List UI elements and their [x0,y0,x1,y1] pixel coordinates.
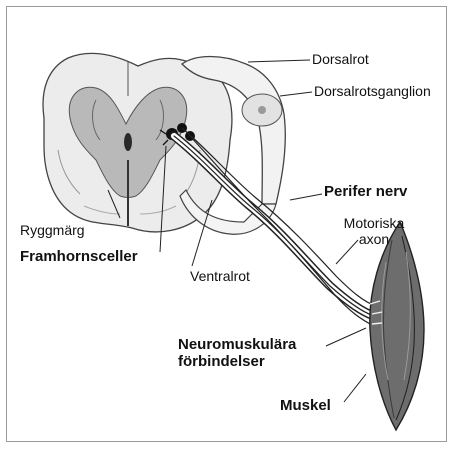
label-muskel: Muskel [280,397,331,414]
spinal-cord [43,53,232,231]
label-perifer-nerv: Perifer nerv [324,183,407,200]
label-neuromuskulara-line2: förbindelser [178,353,296,370]
label-dorsalrotsganglion: Dorsalrotsganglion [314,83,431,99]
label-neuromuskulara: Neuromuskulära förbindelser [178,336,296,371]
label-neuromuskulara-line1: Neuromuskulära [178,336,296,353]
muscle [370,222,424,430]
label-dorsalrot: Dorsalrot [312,51,369,67]
label-motoriska-axon: Motoriska axon [338,215,410,247]
label-motoriska: Motoriska [338,215,410,231]
label-ventralrot: Ventralrot [190,268,250,284]
label-framhornsceller: Framhornsceller [20,248,138,265]
label-ryggmarg: Ryggmärg [20,222,85,238]
label-axon: axon [338,231,410,247]
